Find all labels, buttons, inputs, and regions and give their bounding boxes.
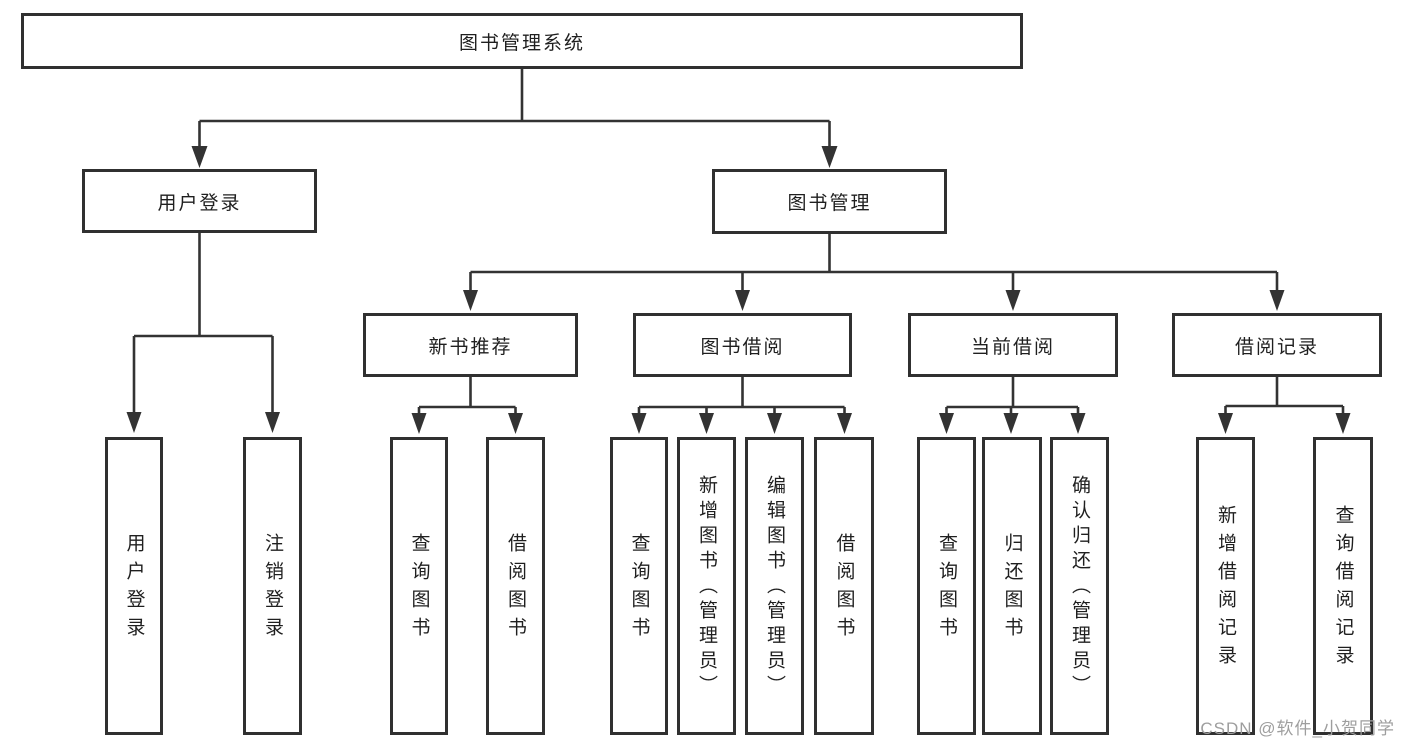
node-book-borrowing: 图书借阅 bbox=[633, 313, 852, 377]
node-add-books-admin: 新增图书（管理员） bbox=[677, 437, 736, 735]
arrow-down-icon bbox=[939, 413, 954, 434]
connector-user-login-branch bbox=[132, 233, 274, 414]
node-current-borrowing: 当前借阅 bbox=[908, 313, 1118, 377]
node-current-query-books: 查询图书 bbox=[917, 437, 976, 735]
arrow-down-icon bbox=[631, 413, 647, 434]
arrow-down-icon bbox=[126, 412, 142, 433]
connector-new-book-recommend bbox=[417, 377, 517, 416]
arrow-down-icon bbox=[735, 290, 750, 311]
node-borrowing-borrow-books: 借阅图书 bbox=[814, 437, 874, 735]
connector-root-to-level2 bbox=[198, 69, 831, 148]
arrow-down-icon bbox=[821, 146, 838, 168]
node-new-book-recommend: 新书推荐 bbox=[363, 313, 578, 377]
node-book-management-branch: 图书管理 bbox=[712, 169, 947, 234]
node-query-borrow-record: 查询借阅记录 bbox=[1313, 437, 1373, 735]
node-recommend-borrow-books: 借阅图书 bbox=[486, 437, 545, 735]
node-return-books: 归还图书 bbox=[982, 437, 1042, 735]
arrow-down-icon bbox=[508, 413, 523, 434]
node-recommend-query-books: 查询图书 bbox=[390, 437, 448, 735]
node-user-login-branch: 用户登录 bbox=[82, 169, 317, 233]
arrow-down-icon bbox=[699, 413, 714, 434]
arrow-down-icon bbox=[1070, 413, 1086, 434]
node-logout: 注销登录 bbox=[243, 437, 302, 735]
arrow-down-icon bbox=[191, 146, 208, 168]
connector-borrowing-records bbox=[1224, 377, 1345, 416]
connector-book-management-to-sections bbox=[469, 234, 1279, 292]
node-user-login: 用户登录 bbox=[105, 437, 163, 735]
arrow-down-icon bbox=[463, 290, 478, 311]
node-confirm-return-admin: 确认归还（管理员） bbox=[1050, 437, 1109, 735]
arrowheads bbox=[126, 146, 1351, 434]
node-borrowing-query-books: 查询图书 bbox=[610, 437, 668, 735]
arrow-down-icon bbox=[837, 413, 852, 434]
node-edit-books-admin: 编辑图书（管理员） bbox=[745, 437, 804, 735]
connector-current-borrowing bbox=[945, 377, 1080, 416]
watermark: CSDN @软件_小贺同学 bbox=[1200, 719, 1395, 738]
arrow-down-icon bbox=[1005, 290, 1021, 311]
arrow-down-icon bbox=[1335, 413, 1351, 434]
arrow-down-icon bbox=[1269, 290, 1285, 311]
connector-book-borrowing bbox=[637, 377, 846, 416]
arrow-down-icon bbox=[1218, 413, 1233, 434]
arrow-down-icon bbox=[265, 412, 280, 433]
node-system-root: 图书管理系统 bbox=[21, 13, 1023, 69]
arrow-down-icon bbox=[767, 413, 782, 434]
node-borrowing-records: 借阅记录 bbox=[1172, 313, 1382, 377]
arrow-down-icon bbox=[411, 413, 427, 434]
node-add-borrow-record: 新增借阅记录 bbox=[1196, 437, 1255, 735]
arrow-down-icon bbox=[1003, 413, 1019, 434]
